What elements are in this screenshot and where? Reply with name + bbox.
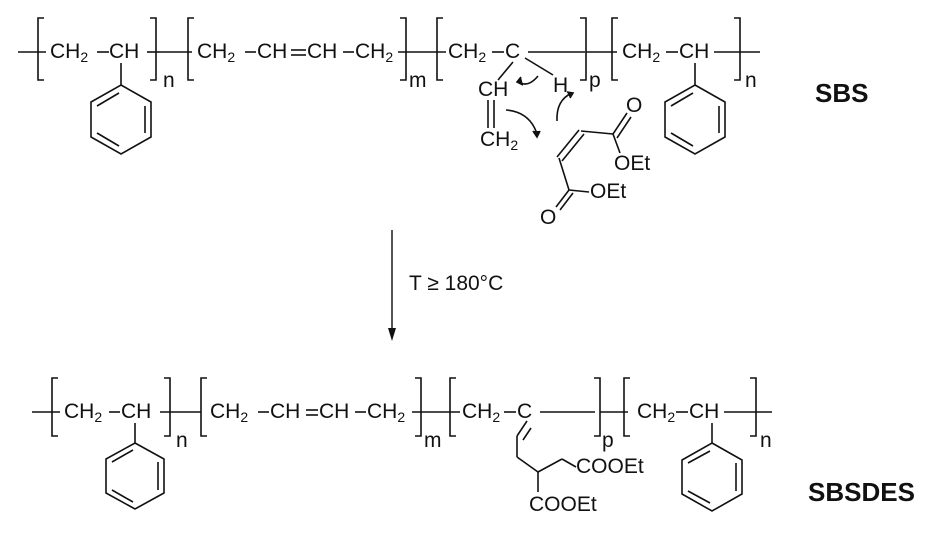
- sbs-styrene1-ch: CH: [109, 40, 140, 63]
- sbsdes-styrene1-ch2: CH2: [64, 400, 103, 425]
- sbs-bd12-h: H: [553, 74, 569, 97]
- sbsdes-graft-ch2: CH2: [462, 400, 501, 425]
- sbs-styrene2-ch: CH: [679, 40, 710, 63]
- sbsdes-index-p: p: [602, 429, 614, 452]
- maleate-oet-top: OEt: [614, 152, 651, 175]
- sbs-bd12-ch2: CH2: [448, 40, 487, 65]
- sbs-index-n1: n: [163, 69, 175, 92]
- sbsdes-label: SBSDES: [808, 477, 915, 507]
- sbs-bd14-ch-c: CH: [307, 40, 338, 63]
- sbs-index-p: p: [589, 69, 601, 92]
- sbsdes-styrene1-ch: CH: [121, 400, 152, 423]
- maleate-oet-bottom: OEt: [590, 180, 627, 203]
- sbs-label: SBS: [815, 78, 869, 108]
- maleate-o-bottom: O: [540, 206, 557, 229]
- sbs-styrene2-ch2: CH2: [622, 40, 661, 65]
- sbsdes-bd14-ch2-a: CH2: [210, 400, 249, 425]
- sbs-bd14-ch-b: CH: [257, 40, 288, 63]
- maleate-o-top: O: [626, 94, 643, 117]
- sbsdes-index-m: m: [424, 429, 442, 452]
- sbsdes-index-n1: n: [176, 429, 188, 452]
- reaction-condition: T ≥ 180°C: [409, 272, 504, 295]
- sbsdes-graft-c: C: [517, 400, 533, 423]
- sbsdes-bd14-ch-b: CH: [270, 400, 301, 423]
- sbsdes-index-n2: n: [760, 429, 772, 452]
- sbsdes-bd14-ch-c: CH: [319, 400, 350, 423]
- sbs-bd14-ch2-d: CH2: [355, 40, 394, 65]
- sbsdes-ester-2: COOEt: [529, 493, 597, 516]
- sbs-bd14-ch2-a: CH2: [197, 40, 236, 65]
- sbsdes-bd14-ch2-d: CH2: [367, 400, 406, 425]
- sbsdes-styrene2-ch2: CH2: [637, 400, 676, 425]
- sbs-bd12-c: C: [505, 40, 521, 63]
- sbsdes-ester-1: COOEt: [576, 455, 644, 478]
- sbs-vinyl-ch2: CH2: [480, 128, 519, 153]
- sbsdes-styrene2-ch: CH: [689, 400, 720, 423]
- sbs-vinyl-ch: CH: [478, 78, 509, 101]
- sbs-index-n2: n: [745, 69, 757, 92]
- sbs-index-m: m: [409, 69, 427, 92]
- sbs-styrene1-ch2: CH2: [50, 40, 89, 65]
